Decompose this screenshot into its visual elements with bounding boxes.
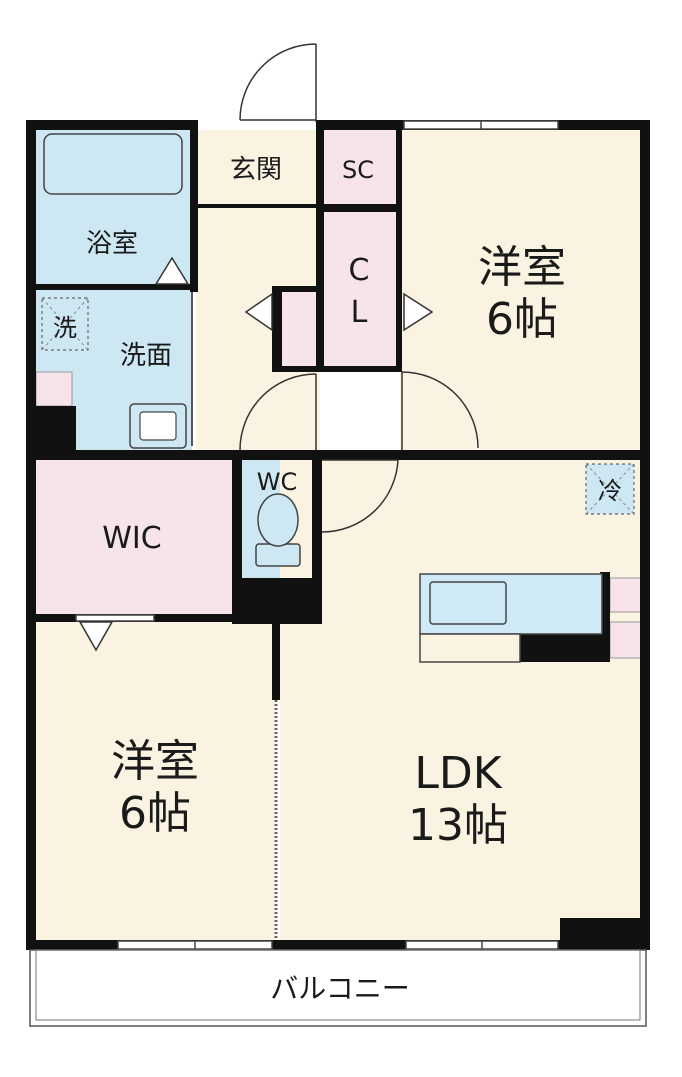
fridge-box [585, 463, 635, 515]
kitchen-cabinet-1 [609, 577, 643, 613]
label-ldk-size: 13帖 [408, 800, 508, 851]
windows [75, 120, 559, 950]
closet-floor [322, 212, 398, 368]
kitchen-cabinet-2 [609, 621, 643, 659]
label-entrance: 玄関 [230, 155, 282, 185]
balcony-outline [29, 949, 647, 1027]
label-refrigerator: 冷 [598, 477, 622, 505]
washing-machine-box [41, 297, 89, 351]
closet-side-floor [278, 290, 318, 368]
label-wic: WIC [102, 521, 161, 556]
label-wc: WC [257, 468, 298, 496]
label-closet-l: L [351, 295, 368, 330]
label-shoe-closet: SC [342, 156, 374, 184]
bathtub [43, 133, 183, 195]
label-bathroom: 浴室 [86, 229, 138, 259]
label-western-room-1-name: 洋室 [478, 242, 566, 293]
shoe-closet-floor [322, 130, 398, 206]
entrance-floor [196, 130, 320, 206]
door-swings [239, 43, 479, 533]
room-fills [35, 130, 643, 940]
label-washing-machine: 洗 [53, 314, 77, 342]
western-room-2-floor [36, 622, 276, 940]
washroom-shelf [35, 371, 73, 407]
wic-floor [36, 460, 232, 616]
label-balcony: バルコニー [270, 972, 409, 1005]
label-ldk-name: LDK [414, 748, 502, 799]
label-western-room-2-size: 6帖 [119, 788, 191, 839]
label-western-room-1-size: 6帖 [486, 294, 558, 345]
kitchen-counter [419, 573, 603, 663]
ldk-floor [280, 460, 642, 940]
door-indicators [78, 256, 434, 652]
toilet [255, 493, 301, 567]
label-washroom: 洗面 [120, 341, 172, 371]
western-room-1-floor [400, 130, 642, 452]
label-western-room-2-name: 洋室 [111, 736, 199, 787]
label-closet-c: C [349, 253, 370, 288]
